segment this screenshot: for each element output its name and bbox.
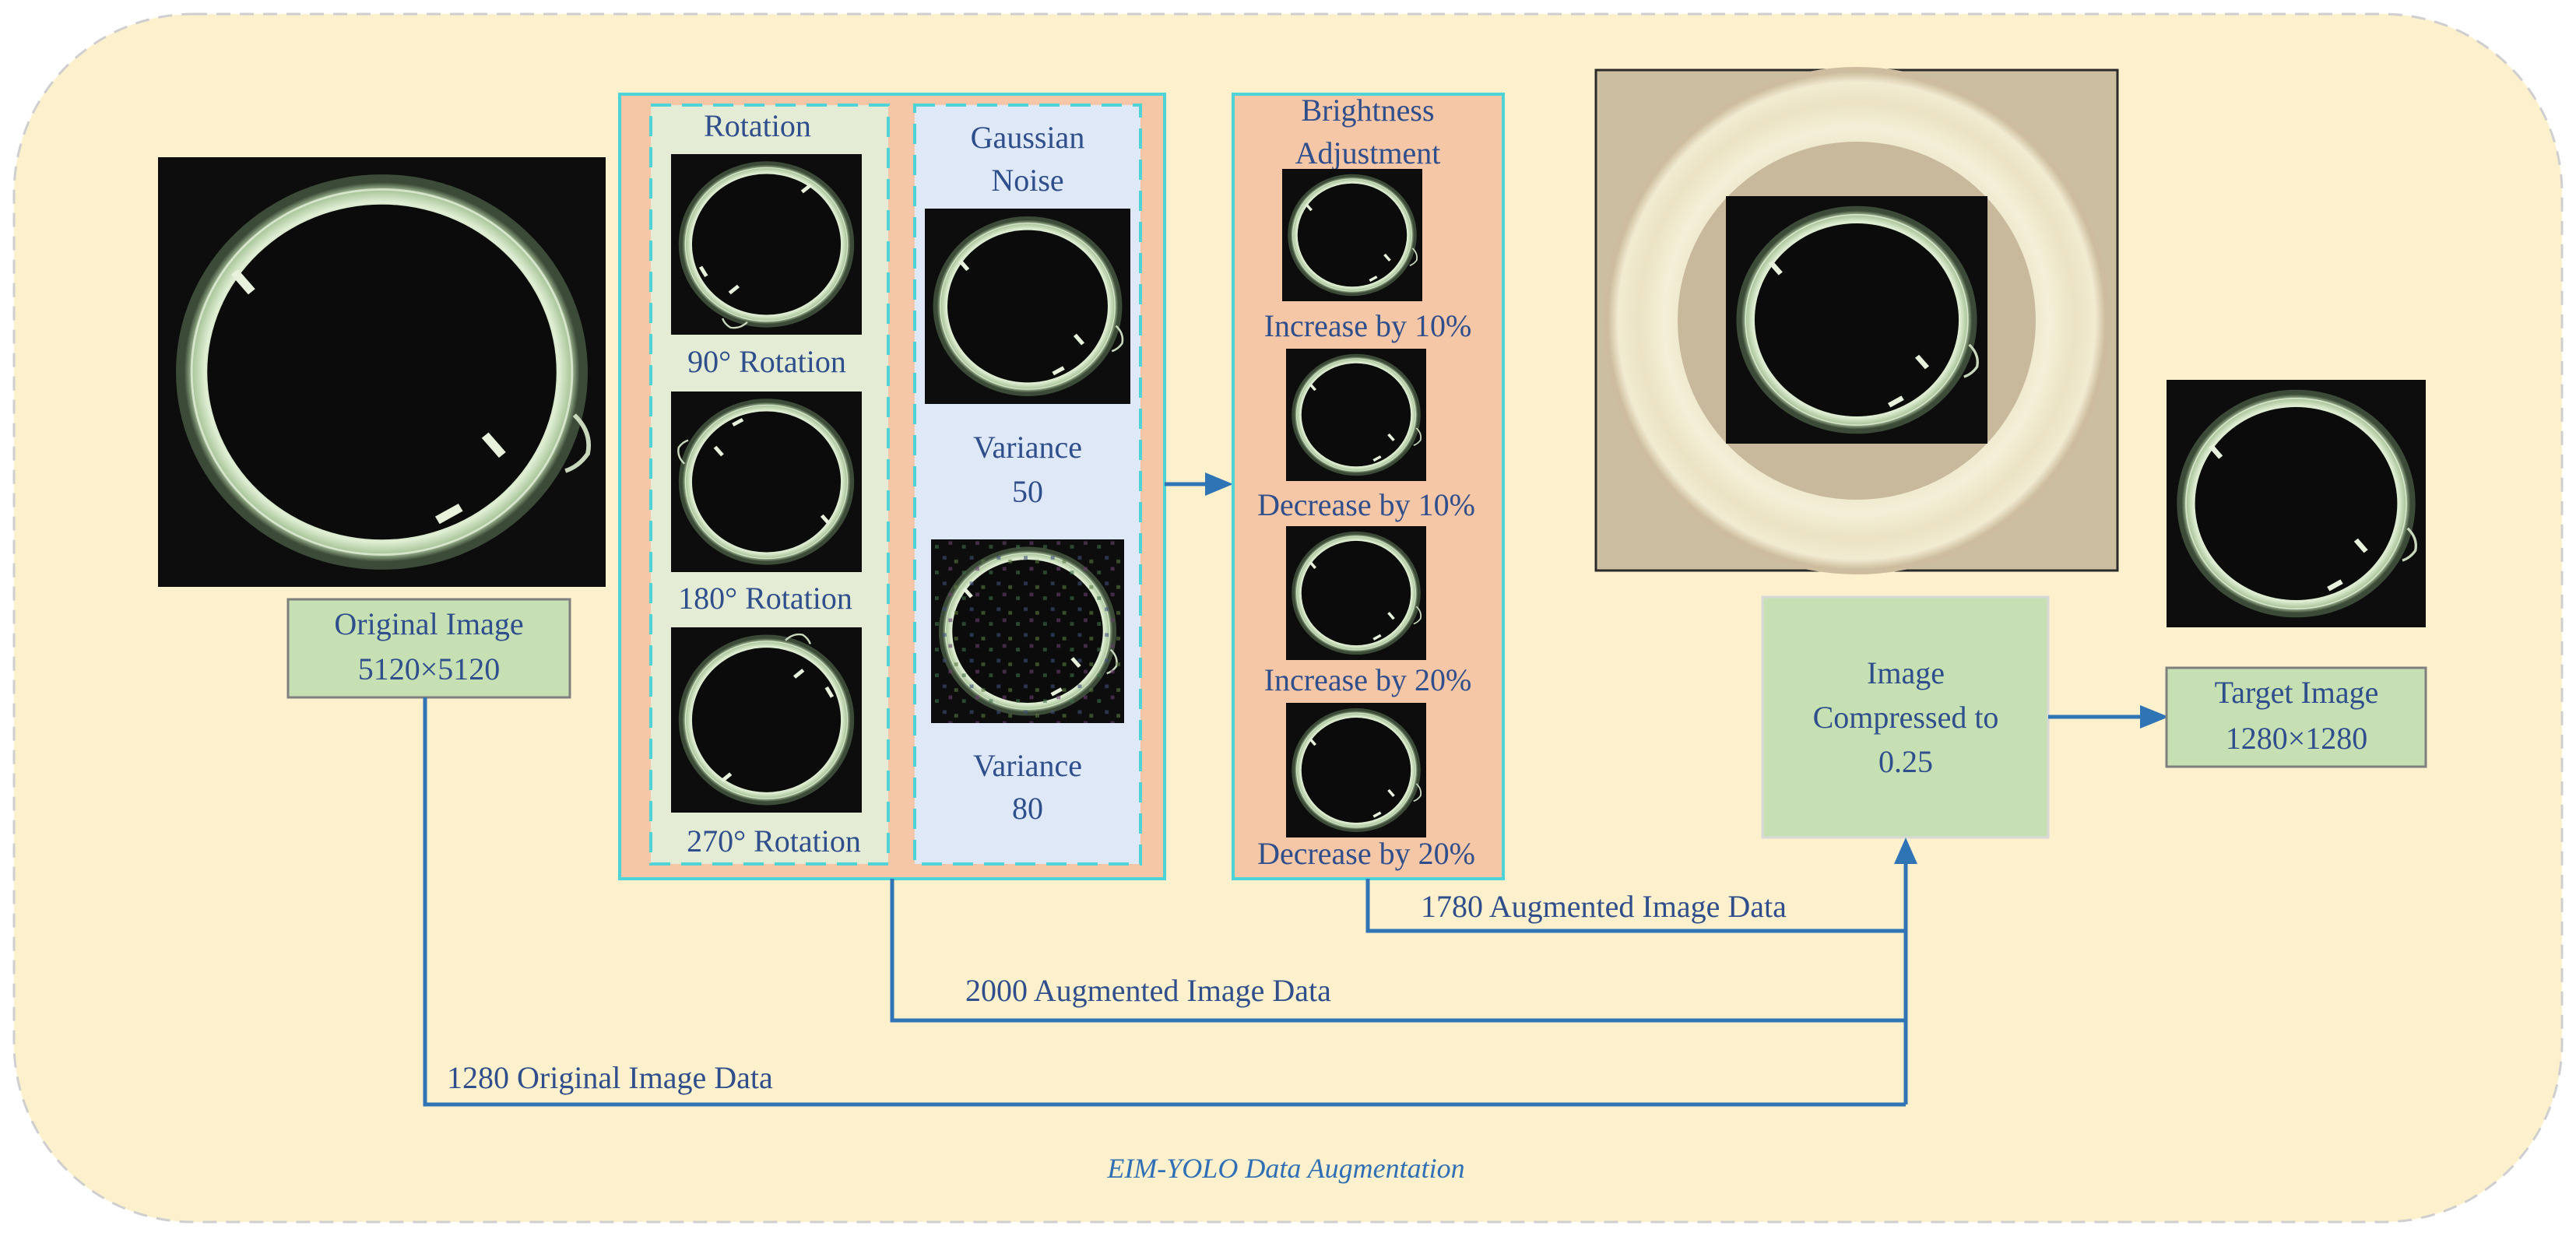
compression-illustration	[1594, 67, 2119, 574]
arrow-to-brightness-head	[1205, 472, 1233, 496]
original-image-size: 5120×5120	[358, 651, 501, 686]
noise-variance-50-image	[925, 209, 1130, 404]
compression-box	[1761, 595, 2050, 839]
arrow-to-compression-head	[1894, 837, 1917, 864]
brightness-title-line1: Brightness	[1301, 93, 1434, 128]
brightness-title-line2: Adjustment	[1295, 135, 1441, 170]
noise-variance-50-value: 50	[1012, 474, 1043, 509]
brightness-decrease-10-image	[1286, 349, 1426, 481]
target-image-size: 1280×1280	[2226, 721, 2368, 756]
rotation-title: Rotation	[704, 108, 811, 143]
gaussian-noise-title-line2: Noise	[991, 163, 1063, 198]
noise-variance-80-image	[931, 539, 1124, 723]
rotation-180-label: 180° Rotation	[678, 581, 852, 616]
rotation-270-label: 270° Rotation	[687, 823, 861, 859]
brightness-increase-10-image	[1282, 169, 1422, 301]
compression-line2: Compressed to	[1813, 700, 1999, 735]
brightness-decrease-10-label: Decrease by 10%	[1257, 487, 1475, 522]
arrow-to-target-head	[2140, 705, 2169, 729]
flow-rotation-noise-label: 2000 Augmented Image Data	[965, 973, 1331, 1008]
flow-original-label: 1280 Original Image Data	[447, 1060, 773, 1095]
brightness-increase-20-image	[1286, 526, 1426, 660]
noise-variance-80-value: 80	[1012, 791, 1043, 826]
rotation-180-image	[671, 392, 862, 572]
brightness-increase-20-label: Increase by 20%	[1264, 662, 1472, 697]
brightness-decrease-20-image	[1286, 703, 1426, 837]
flow-brightness-label: 1780 Augmented Image Data	[1421, 889, 1787, 924]
gaussian-noise-title-line1: Gaussian	[971, 120, 1085, 155]
flow-lines	[423, 697, 1908, 1107]
target-image-title: Target Image	[2215, 675, 2379, 710]
noise-variance-50-label: Variance	[973, 430, 1082, 465]
rotation-270-image	[671, 627, 862, 813]
compression-line3: 0.25	[1878, 744, 1933, 779]
noise-variance-80-label: Variance	[973, 748, 1082, 783]
rotation-90-image	[671, 154, 862, 335]
original-image-label-box	[286, 598, 571, 699]
brightness-decrease-20-label: Decrease by 20%	[1257, 836, 1475, 871]
rotation-90-label: 90° Rotation	[687, 344, 846, 379]
target-image	[2167, 380, 2426, 627]
diagram-caption: EIM-YOLO Data Augmentation	[1106, 1153, 1464, 1184]
brightness-increase-10-label: Increase by 10%	[1264, 308, 1472, 343]
original-image-title: Original Image	[334, 606, 523, 641]
compression-line1: Image	[1867, 655, 1945, 690]
target-image-label-box	[2165, 666, 2427, 768]
original-image	[158, 157, 606, 587]
